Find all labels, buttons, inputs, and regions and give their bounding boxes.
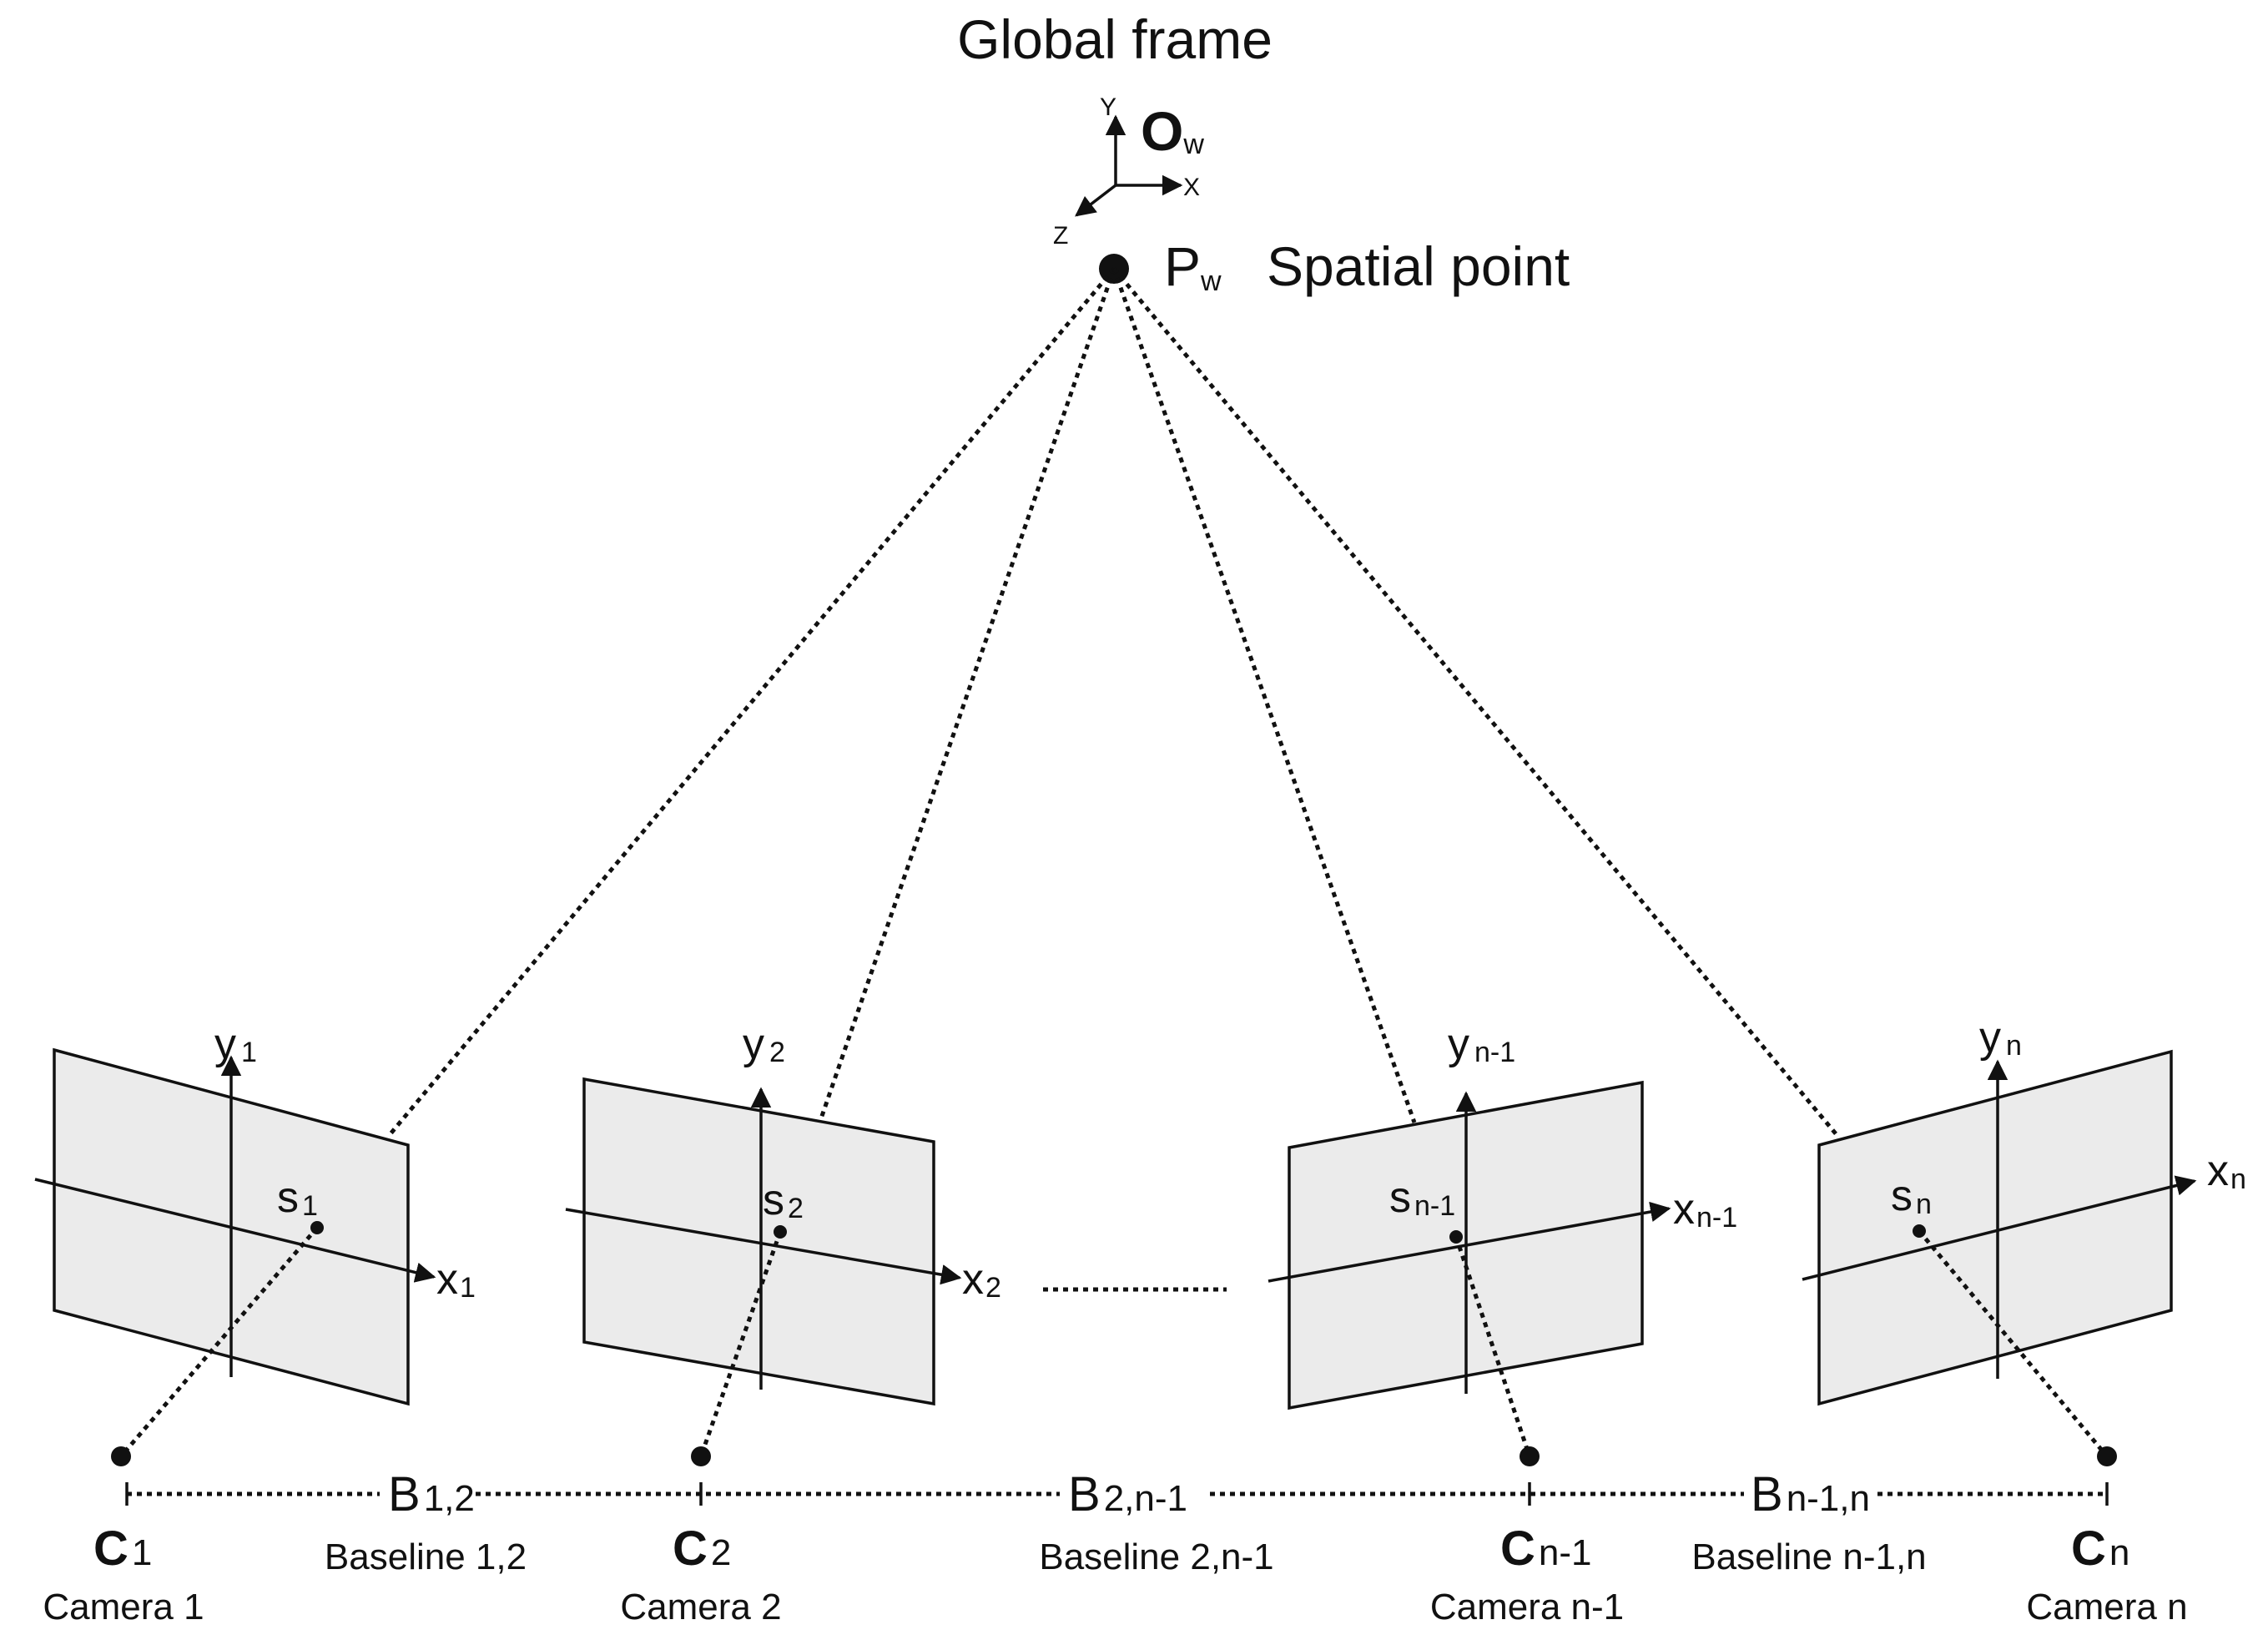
baseline-1-2-symbol: B1,2 <box>388 1467 475 1521</box>
projection-rays <box>386 267 1840 1138</box>
camera-n-center-marker <box>2097 1446 2117 1466</box>
image-plane-n <box>1817 1049 2173 1406</box>
camera-n-x-axis-label: xn <box>2207 1147 2246 1195</box>
camera-1-x-axis-label: x1 <box>436 1255 476 1304</box>
camera-n-1-x-axis-label: xn-1 <box>1673 1185 1737 1234</box>
camera-1-center-label: C1 <box>93 1521 152 1576</box>
world-origin-label: Ow <box>1141 100 1204 162</box>
camera-1-name: Camera 1 <box>43 1587 204 1627</box>
camera-2-x-axis-label: x2 <box>962 1255 1001 1304</box>
world-axis-z-label: Z <box>1053 222 1068 250</box>
camera-n-1-name: Camera n-1 <box>1430 1587 1624 1627</box>
camera-2-center-label: C2 <box>673 1521 731 1576</box>
baseline-2-n-1-label: Baseline 2,n-1 <box>1039 1537 1273 1577</box>
camera-1-center-marker <box>111 1446 131 1466</box>
baseline-1-2-label: Baseline 1,2 <box>325 1537 527 1577</box>
camera-n-1-center-marker <box>1520 1446 1540 1466</box>
diagram-title: Global frame <box>957 8 1273 70</box>
baseline-n-1-n-label: Baseline n-1,n <box>1691 1537 1926 1577</box>
baseline-2-n-1-symbol: B2,n-1 <box>1068 1467 1187 1521</box>
camera-n-name: Camera n <box>2026 1587 2187 1627</box>
camera-2-name: Camera 2 <box>620 1587 781 1627</box>
baseline-n-1-n-symbol: Bn-1,n <box>1751 1467 1870 1521</box>
world-axis-y-label: Y <box>1100 93 1116 121</box>
camera-2-center-marker <box>691 1446 711 1466</box>
world-frame-axes: Y X Z <box>1053 93 1200 250</box>
camera-n-center-label: Cn <box>2071 1521 2129 1576</box>
world-axis-x-label: X <box>1183 174 1200 201</box>
spatial-point-label: Spatial point <box>1267 235 1570 297</box>
camera-n-1-center-label: Cn-1 <box>1500 1521 1591 1576</box>
spatial-point-symbol: Pw <box>1164 235 1222 297</box>
